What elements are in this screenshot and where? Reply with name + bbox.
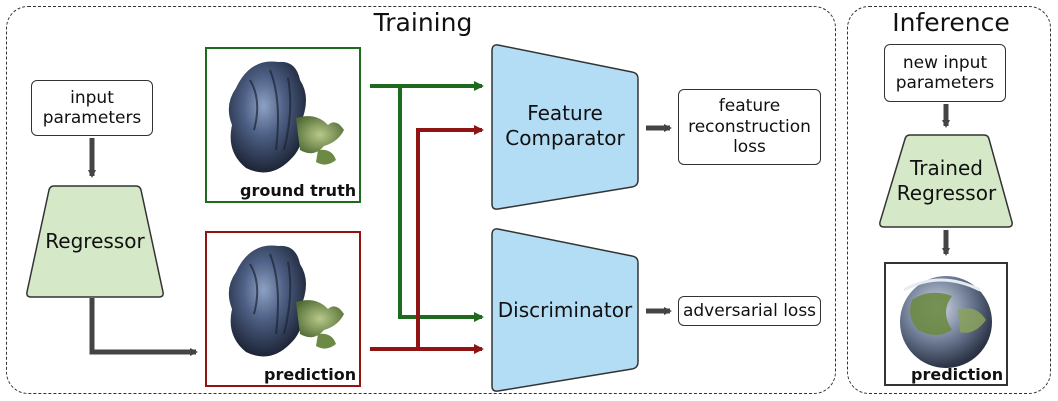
arrow-regressor-to-prediction [89,298,198,356]
regressor-label: Regressor [45,228,145,253]
prediction-label: prediction [264,365,357,384]
input-parameters-box: input parameters [31,80,153,136]
inference-render [900,276,992,368]
inference-panel [847,6,1051,394]
new-input-parameters-box: new input parameters [884,44,1006,102]
training-title: Training [368,8,478,37]
trained-regressor-shape [879,134,1013,228]
training-panel [6,6,836,394]
regressor-shape [26,185,164,298]
arrow-gt-to-discriminator [398,86,484,322]
feature-comparator-label: Feature Comparator [505,101,625,150]
discriminator-label: Discriminator [497,297,633,322]
discriminator-shape [491,228,639,392]
ground-truth-render [228,61,344,173]
adversarial-loss-box: adversarial loss [678,296,821,326]
arrow-pred-to-comparator [416,125,484,349]
feature-loss-box: feature reconstruction loss [678,89,821,165]
feature-comparator-shape [491,44,639,210]
inference-prediction-label: prediction [911,365,1004,384]
prediction-render [228,245,344,357]
trained-regressor-label: Trained Regressor [896,156,997,205]
ground-truth-label: ground truth [240,181,357,200]
inference-title: Inference [888,8,1014,37]
